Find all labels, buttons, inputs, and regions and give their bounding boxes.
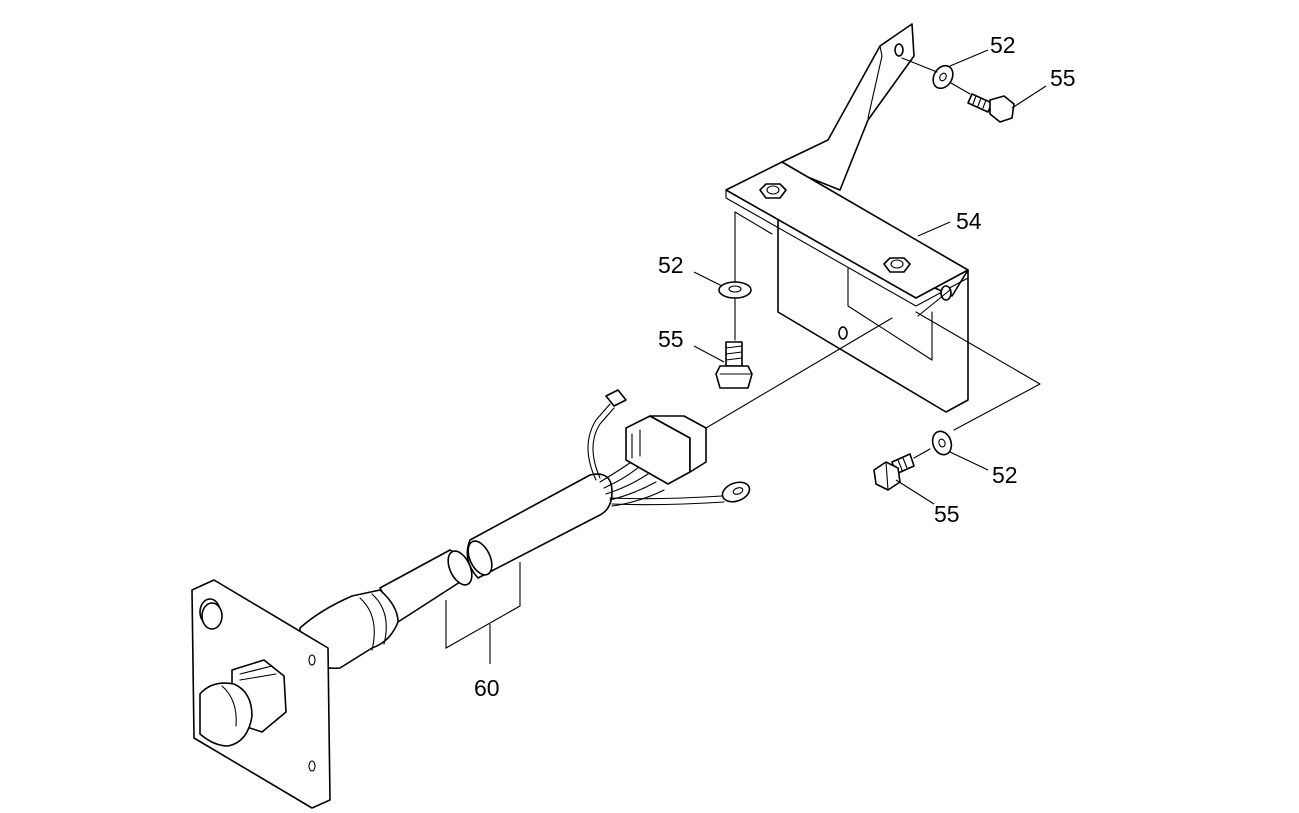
bolt-top <box>967 93 1015 123</box>
weld-nut <box>759 183 787 199</box>
switch-harness <box>191 317 893 809</box>
callout-washer-right: 52 <box>992 462 1018 488</box>
bolt-left <box>715 341 753 389</box>
callout-washer-left: 52 <box>658 252 684 278</box>
callout-bolt-top: 55 <box>1050 65 1076 91</box>
bolt-right <box>873 453 915 491</box>
callout-bolt-right: 55 <box>934 501 960 527</box>
callout-washer-top: 52 <box>990 32 1016 58</box>
callout-harness: 60 <box>474 675 500 701</box>
washer-right <box>931 430 953 456</box>
washer-top <box>932 64 954 90</box>
callout-bolt-left: 55 <box>658 326 684 352</box>
washer-left <box>718 281 752 299</box>
mounting-bracket <box>725 23 969 413</box>
callout-bracket: 54 <box>956 208 982 234</box>
weld-nut <box>883 257 911 273</box>
